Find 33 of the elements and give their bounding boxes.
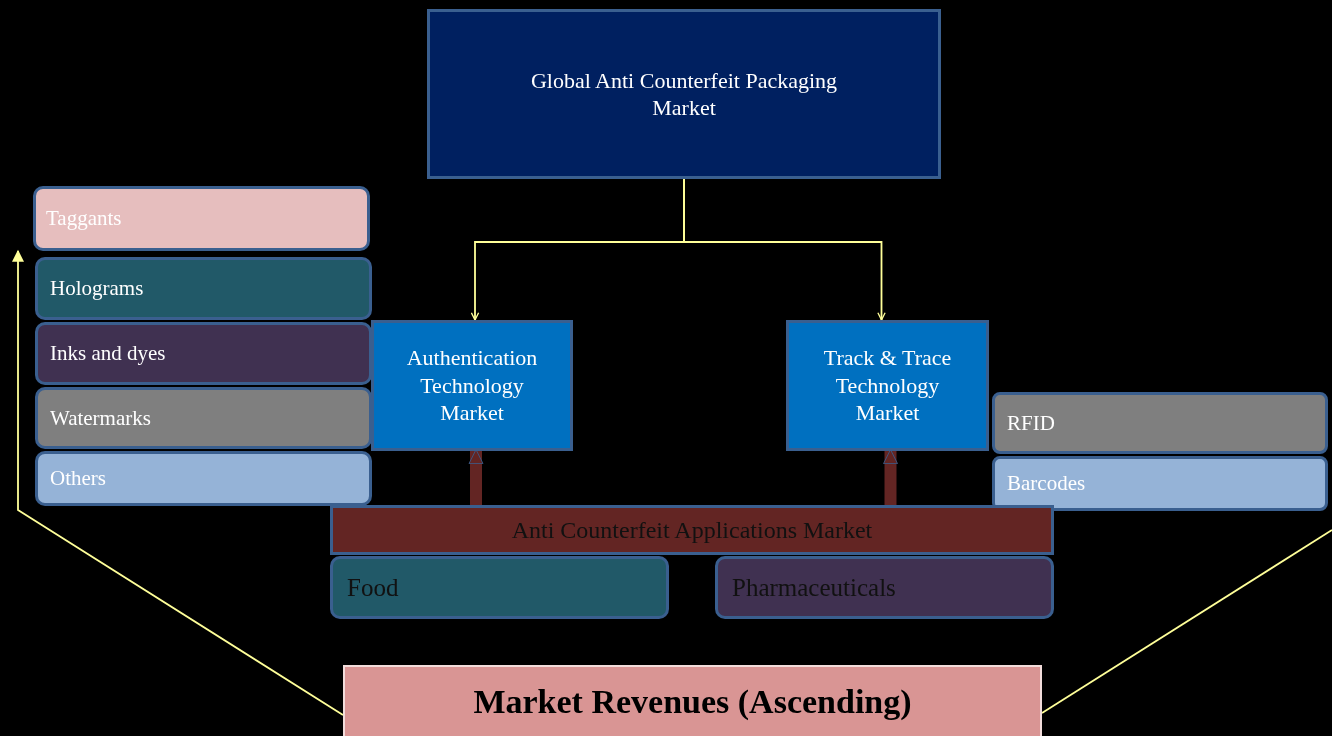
node-label: Track & Trace Technology Market <box>822 344 953 427</box>
category-box <box>992 456 1328 511</box>
node-label: Barcodes <box>1007 470 1086 497</box>
node-label: Pharmaceuticals <box>732 572 896 603</box>
node-label: Market Revenues (Ascending) <box>473 682 912 722</box>
revenue-banner <box>343 665 1042 736</box>
block-arrow <box>468 449 484 505</box>
node-label: Inks and dyes <box>50 340 166 367</box>
category-box <box>33 186 370 251</box>
segment-box <box>786 320 989 451</box>
category-box <box>330 556 669 619</box>
node-label: Global Anti Counterfeit Packaging Market <box>529 66 839 122</box>
category-box <box>35 387 372 449</box>
node-label: Food <box>347 572 399 603</box>
node-label: RFID <box>1007 409 1055 437</box>
block-arrow <box>883 449 898 505</box>
arrow <box>12 249 344 716</box>
node-label: Anti Counterfeit Applications Market <box>511 516 873 545</box>
category-box <box>35 257 372 320</box>
category-box <box>715 556 1054 619</box>
node-label: Others <box>50 465 106 492</box>
market-box <box>427 9 941 179</box>
node-label: Watermarks <box>50 404 151 432</box>
segment-box <box>371 320 573 451</box>
applications-bar <box>330 505 1054 555</box>
category-box <box>992 392 1328 454</box>
category-box <box>35 322 372 385</box>
category-box <box>35 451 372 506</box>
node-label: Holograms <box>50 275 144 302</box>
connector-line <box>1041 529 1332 714</box>
node-label: Taggants <box>46 205 122 232</box>
arrow <box>683 178 886 321</box>
node-label: Authentication Technology Market <box>405 344 539 427</box>
